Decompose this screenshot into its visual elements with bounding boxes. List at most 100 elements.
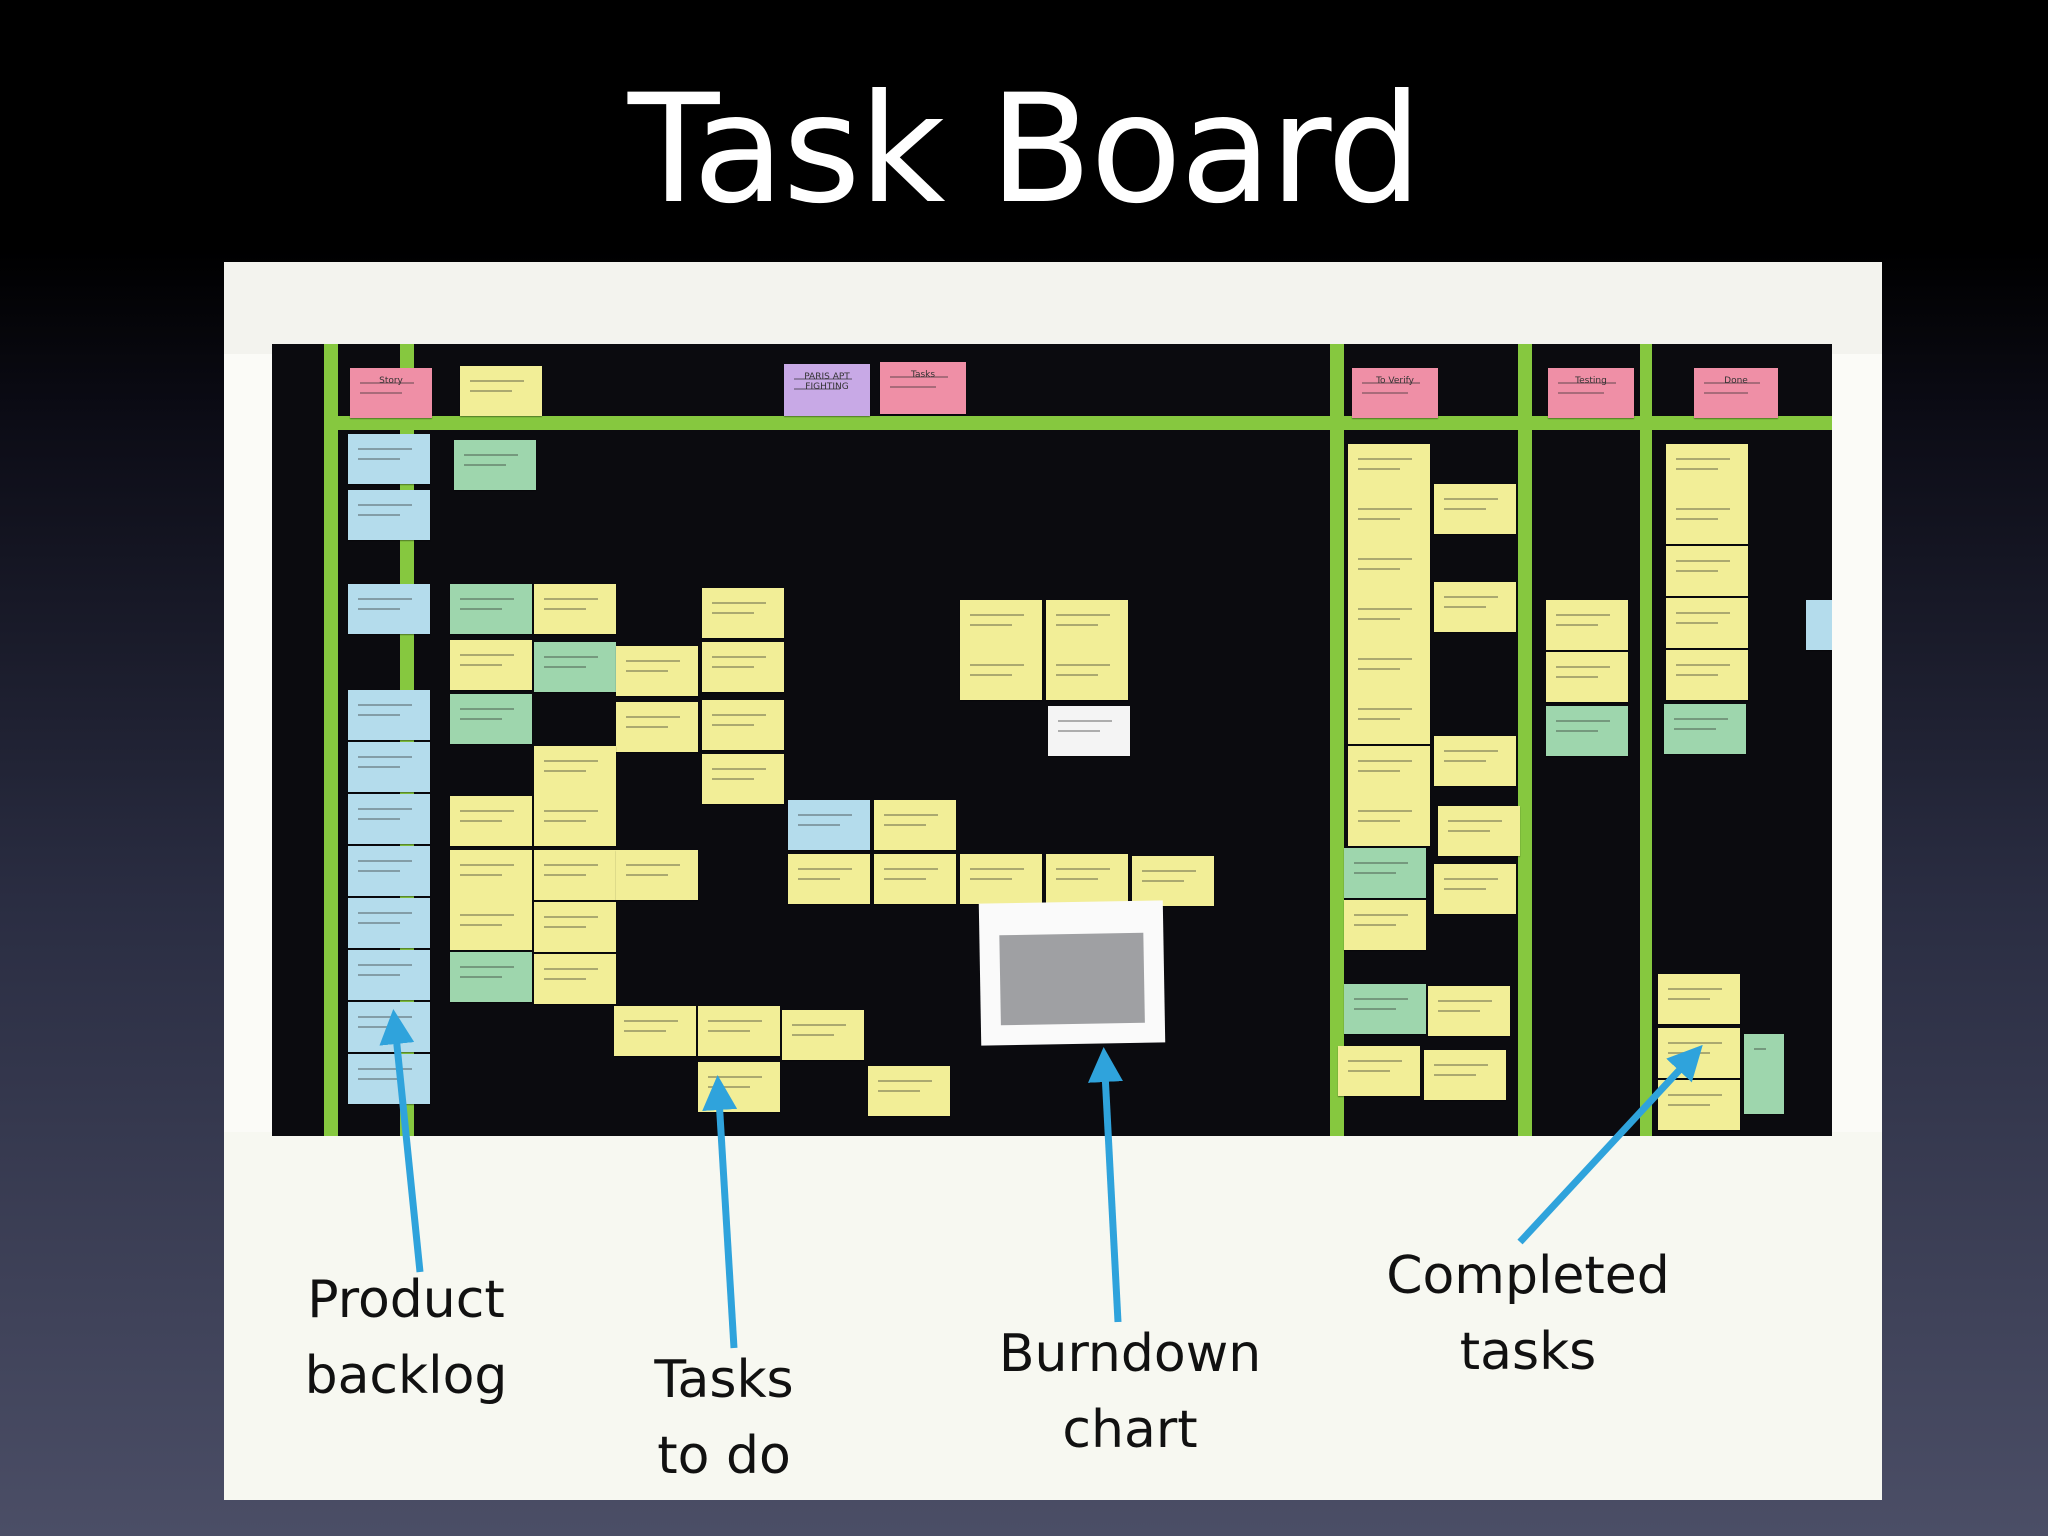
caption-line: Completed bbox=[1386, 1246, 1670, 1306]
task-card bbox=[450, 694, 532, 744]
task-card bbox=[1046, 650, 1128, 700]
task-card bbox=[960, 854, 1042, 904]
header-card-note bbox=[460, 366, 542, 416]
task-board-photo: Story PARIS APT FIGHTING Tasks To Verify… bbox=[224, 262, 1882, 1500]
task-card bbox=[614, 1006, 696, 1056]
verify-card bbox=[1438, 806, 1520, 856]
testing-card bbox=[1546, 706, 1628, 756]
done-card bbox=[1744, 1034, 1784, 1114]
backlog-card bbox=[348, 898, 430, 948]
verify-card bbox=[1344, 900, 1426, 950]
arrow-burndown-chart bbox=[1087, 1047, 1123, 1323]
backlog-card bbox=[348, 950, 430, 1000]
backlog-card bbox=[348, 690, 430, 740]
caption-product-backlog: Product backlog bbox=[276, 1262, 536, 1414]
task-card bbox=[960, 600, 1042, 650]
verify-card bbox=[1344, 848, 1426, 898]
done-card bbox=[1666, 546, 1748, 596]
caption-tasks-to-do: Tasks to do bbox=[624, 1342, 824, 1494]
task-card bbox=[616, 850, 698, 900]
task-card bbox=[450, 850, 532, 900]
task-card bbox=[874, 854, 956, 904]
task-card bbox=[616, 702, 698, 752]
task-card bbox=[534, 796, 616, 846]
verify-card bbox=[1348, 594, 1430, 644]
caption-line: to do bbox=[657, 1426, 791, 1486]
header-card-testing: Testing bbox=[1548, 368, 1634, 418]
task-card bbox=[450, 796, 532, 846]
task-card bbox=[450, 584, 532, 634]
task-card bbox=[616, 646, 698, 696]
verify-card bbox=[1348, 746, 1430, 796]
task-card bbox=[450, 952, 532, 1002]
caption-line: Tasks bbox=[654, 1350, 794, 1410]
task-card bbox=[960, 650, 1042, 700]
task-card bbox=[702, 700, 784, 750]
task-board: Story PARIS APT FIGHTING Tasks To Verify… bbox=[272, 344, 1832, 1136]
task-card bbox=[534, 954, 616, 1004]
verify-card bbox=[1348, 494, 1430, 544]
caption-line: tasks bbox=[1459, 1322, 1597, 1382]
tape-column-testing bbox=[1518, 344, 1532, 1136]
task-card bbox=[1132, 856, 1214, 906]
task-card bbox=[702, 642, 784, 692]
tape-column-done bbox=[1640, 344, 1652, 1136]
verify-card bbox=[1434, 736, 1516, 786]
caption-completed-tasks: Completed tasks bbox=[1358, 1238, 1698, 1390]
task-card bbox=[702, 588, 784, 638]
verify-card bbox=[1424, 1050, 1506, 1100]
edge-card bbox=[1806, 600, 1832, 650]
task-card bbox=[782, 1010, 864, 1060]
done-card bbox=[1666, 494, 1748, 544]
testing-card bbox=[1546, 600, 1628, 650]
verify-card bbox=[1348, 544, 1430, 594]
task-card bbox=[534, 642, 616, 692]
task-card bbox=[534, 902, 616, 952]
tape-column-backlog-left bbox=[324, 344, 338, 1136]
header-card-label: Done bbox=[1724, 376, 1748, 386]
caption-line: Product bbox=[307, 1270, 505, 1330]
task-card bbox=[450, 640, 532, 690]
tape-row-header bbox=[324, 416, 1832, 430]
arrow-tasks-to-do bbox=[702, 1075, 738, 1349]
header-card-label: Tasks bbox=[910, 370, 936, 380]
done-card bbox=[1664, 704, 1746, 754]
backlog-card bbox=[348, 434, 430, 484]
backlog-card bbox=[348, 584, 430, 634]
backlog-card bbox=[348, 794, 430, 844]
header-card-paris: PARIS APT FIGHTING bbox=[784, 364, 870, 416]
task-card bbox=[1048, 706, 1130, 756]
verify-card bbox=[1428, 986, 1510, 1036]
task-card bbox=[702, 754, 784, 804]
backlog-card bbox=[348, 846, 430, 896]
header-card-to-verify: To Verify bbox=[1352, 368, 1438, 418]
task-card bbox=[1046, 854, 1128, 904]
tape-column-verify bbox=[1330, 344, 1344, 1136]
wall-bottom bbox=[224, 1132, 1882, 1500]
header-card-label: Story bbox=[379, 376, 403, 386]
arrow-product-backlog bbox=[379, 1009, 424, 1273]
verify-card bbox=[1348, 796, 1430, 846]
testing-card bbox=[1546, 652, 1628, 702]
task-card bbox=[450, 900, 532, 950]
header-card-done: Done bbox=[1694, 368, 1778, 418]
header-card-label: To Verify bbox=[1376, 376, 1414, 386]
header-card-tasks: Tasks bbox=[880, 362, 966, 414]
verify-card bbox=[1434, 864, 1516, 914]
verify-card bbox=[1434, 582, 1516, 632]
done-card bbox=[1658, 974, 1740, 1024]
backlog-card bbox=[348, 490, 430, 540]
task-card bbox=[868, 1066, 950, 1116]
verify-card bbox=[1348, 644, 1430, 694]
task-card bbox=[788, 800, 870, 850]
caption-burndown-chart: Burndown chart bbox=[980, 1316, 1280, 1468]
task-card bbox=[534, 584, 616, 634]
task-card bbox=[534, 850, 616, 900]
arrow-completed-tasks bbox=[1517, 1044, 1703, 1245]
annotation-arrows bbox=[379, 1009, 1703, 1349]
verify-card bbox=[1348, 444, 1430, 494]
done-card bbox=[1666, 444, 1748, 494]
task-card bbox=[698, 1006, 780, 1056]
header-card-label: Testing bbox=[1575, 376, 1607, 386]
task-card bbox=[788, 854, 870, 904]
